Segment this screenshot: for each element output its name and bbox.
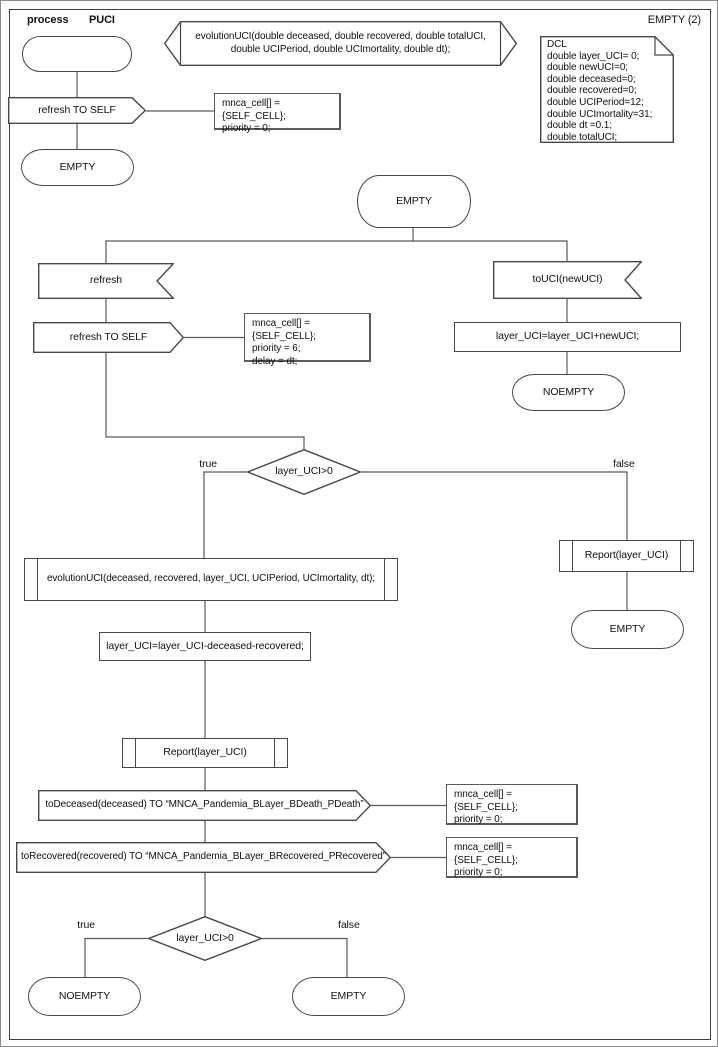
params-text: mnca_cell[] = {SELF_CELL}; priority = 0; bbox=[222, 98, 286, 134]
document-outline bbox=[540, 36, 674, 143]
dcl-text: DCL double layer_UCI= 0; double newUCI=0… bbox=[547, 39, 653, 143]
connector bbox=[84, 937, 149, 977]
state-label: EMPTY bbox=[330, 989, 367, 1002]
state-empty-hub[interactable]: EMPTY bbox=[357, 175, 471, 228]
branch-false-label-2: false bbox=[338, 919, 360, 931]
state-empty-bottom[interactable]: EMPTY bbox=[292, 977, 405, 1016]
branch-true-label-2: true bbox=[77, 919, 95, 931]
hexagon-outline bbox=[164, 21, 517, 66]
task-add-newuci[interactable]: layer_UCI=layer_UCI+newUCI; bbox=[454, 322, 681, 352]
output-label: toRecovered(recovered) TO “MNCA_Pandemia… bbox=[20, 851, 387, 863]
branch-true-label-1: true bbox=[199, 458, 217, 470]
input-shape-outline bbox=[493, 261, 642, 299]
process-name-label: PUCI bbox=[89, 14, 115, 26]
process-keyword-label: process bbox=[27, 14, 69, 26]
task-subtract[interactable]: layer_UCI=layer_UCI-deceased-recovered; bbox=[99, 632, 311, 661]
params-textbox-refresh[interactable]: mnca_cell[] = {SELF_CELL}; priority = 6;… bbox=[244, 313, 371, 367]
procedure-text: evolutionUCI(deceased, recovered, layer_… bbox=[46, 573, 376, 585]
procedure-text: Report(layer_UCI) bbox=[584, 549, 669, 562]
diamond-outline bbox=[247, 449, 361, 495]
start-shape[interactable] bbox=[22, 36, 132, 72]
connector bbox=[261, 937, 348, 977]
output-torecovered[interactable]: toRecovered(recovered) TO “MNCA_Pandemia… bbox=[16, 842, 391, 873]
procedure-evolutionuci-call[interactable]: evolutionUCI(deceased, recovered, layer_… bbox=[24, 558, 398, 601]
input-touci[interactable]: toUCI(newUCI) bbox=[493, 261, 642, 299]
input-shape-outline bbox=[38, 263, 174, 299]
state-label: EMPTY bbox=[609, 622, 646, 635]
connector bbox=[105, 240, 568, 263]
output-label: refresh TO SELF bbox=[69, 330, 148, 343]
output-label: toDeceased(deceased) TO “MNCA_Pandemia_B… bbox=[45, 799, 364, 811]
decision-layer-uci-2[interactable]: layer_UCI>0 bbox=[148, 916, 262, 961]
state-empty-right[interactable]: EMPTY bbox=[571, 610, 684, 649]
params-textbox-start[interactable]: mnca_cell[] = {SELF_CELL}; priority = 0; bbox=[214, 93, 341, 134]
output-shape-outline bbox=[8, 97, 146, 124]
procedure-declaration-shape[interactable]: evolutionUCI(double deceased, double rec… bbox=[164, 21, 517, 66]
task-text: layer_UCI=layer_UCI+newUCI; bbox=[495, 330, 640, 343]
condition-text: layer_UCI>0 bbox=[176, 931, 234, 944]
connector bbox=[203, 471, 247, 558]
dcl-text-shape[interactable]: DCL double layer_UCI= 0; double newUCI=0… bbox=[540, 36, 674, 143]
output-shape-outline bbox=[33, 322, 184, 353]
params-text: mnca_cell[] = {SELF_CELL}; priority = 0; bbox=[454, 842, 518, 878]
page-instance-label: EMPTY (2) bbox=[647, 14, 701, 26]
output-refresh-to-self[interactable]: refresh TO SELF bbox=[33, 322, 184, 353]
state-label: NOEMPTY bbox=[542, 385, 595, 398]
procedure-text: Report(layer_UCI) bbox=[163, 746, 247, 759]
params-text: mnca_cell[] = {SELF_CELL}; priority = 6;… bbox=[252, 318, 316, 367]
task-text: layer_UCI=layer_UCI-deceased-recovered; bbox=[106, 639, 304, 652]
input-label: refresh bbox=[90, 274, 122, 287]
params-textbox-todeceased[interactable]: mnca_cell[] = {SELF_CELL}; priority = 0; bbox=[446, 784, 578, 825]
state-label: NOEMPTY bbox=[58, 989, 111, 1002]
params-textbox-torecovered[interactable]: mnca_cell[] = {SELF_CELL}; priority = 0; bbox=[446, 837, 578, 878]
output-shape-outline bbox=[16, 842, 391, 873]
procedure-signature-text: evolutionUCI(double deceased, double rec… bbox=[195, 31, 486, 55]
branch-false-label-1: false bbox=[613, 458, 635, 470]
connector bbox=[105, 353, 305, 449]
state-label: EMPTY bbox=[59, 160, 96, 173]
output-shape-outline bbox=[38, 790, 371, 821]
diamond-outline bbox=[148, 916, 262, 961]
output-refresh-to-self-start[interactable]: refresh TO SELF bbox=[8, 97, 146, 124]
state-label: EMPTY bbox=[396, 194, 432, 207]
state-noempty-right[interactable]: NOEMPTY bbox=[512, 374, 625, 411]
output-todeceased[interactable]: toDeceased(deceased) TO “MNCA_Pandemia_B… bbox=[38, 790, 371, 821]
state-noempty-bottom[interactable]: NOEMPTY bbox=[28, 977, 141, 1016]
procedure-report-right[interactable]: Report(layer_UCI) bbox=[559, 540, 694, 572]
condition-text: layer_UCI>0 bbox=[275, 465, 333, 478]
params-text: mnca_cell[] = {SELF_CELL}; priority = 0; bbox=[454, 789, 518, 825]
input-label: toUCI(newUCI) bbox=[532, 273, 603, 286]
state-empty-start[interactable]: EMPTY bbox=[21, 149, 134, 186]
procedure-report-main[interactable]: Report(layer_UCI) bbox=[122, 738, 288, 768]
input-refresh[interactable]: refresh bbox=[38, 263, 174, 299]
connector bbox=[361, 471, 628, 540]
decision-layer-uci-1[interactable]: layer_UCI>0 bbox=[247, 449, 361, 495]
output-label: refresh TO SELF bbox=[38, 103, 116, 116]
